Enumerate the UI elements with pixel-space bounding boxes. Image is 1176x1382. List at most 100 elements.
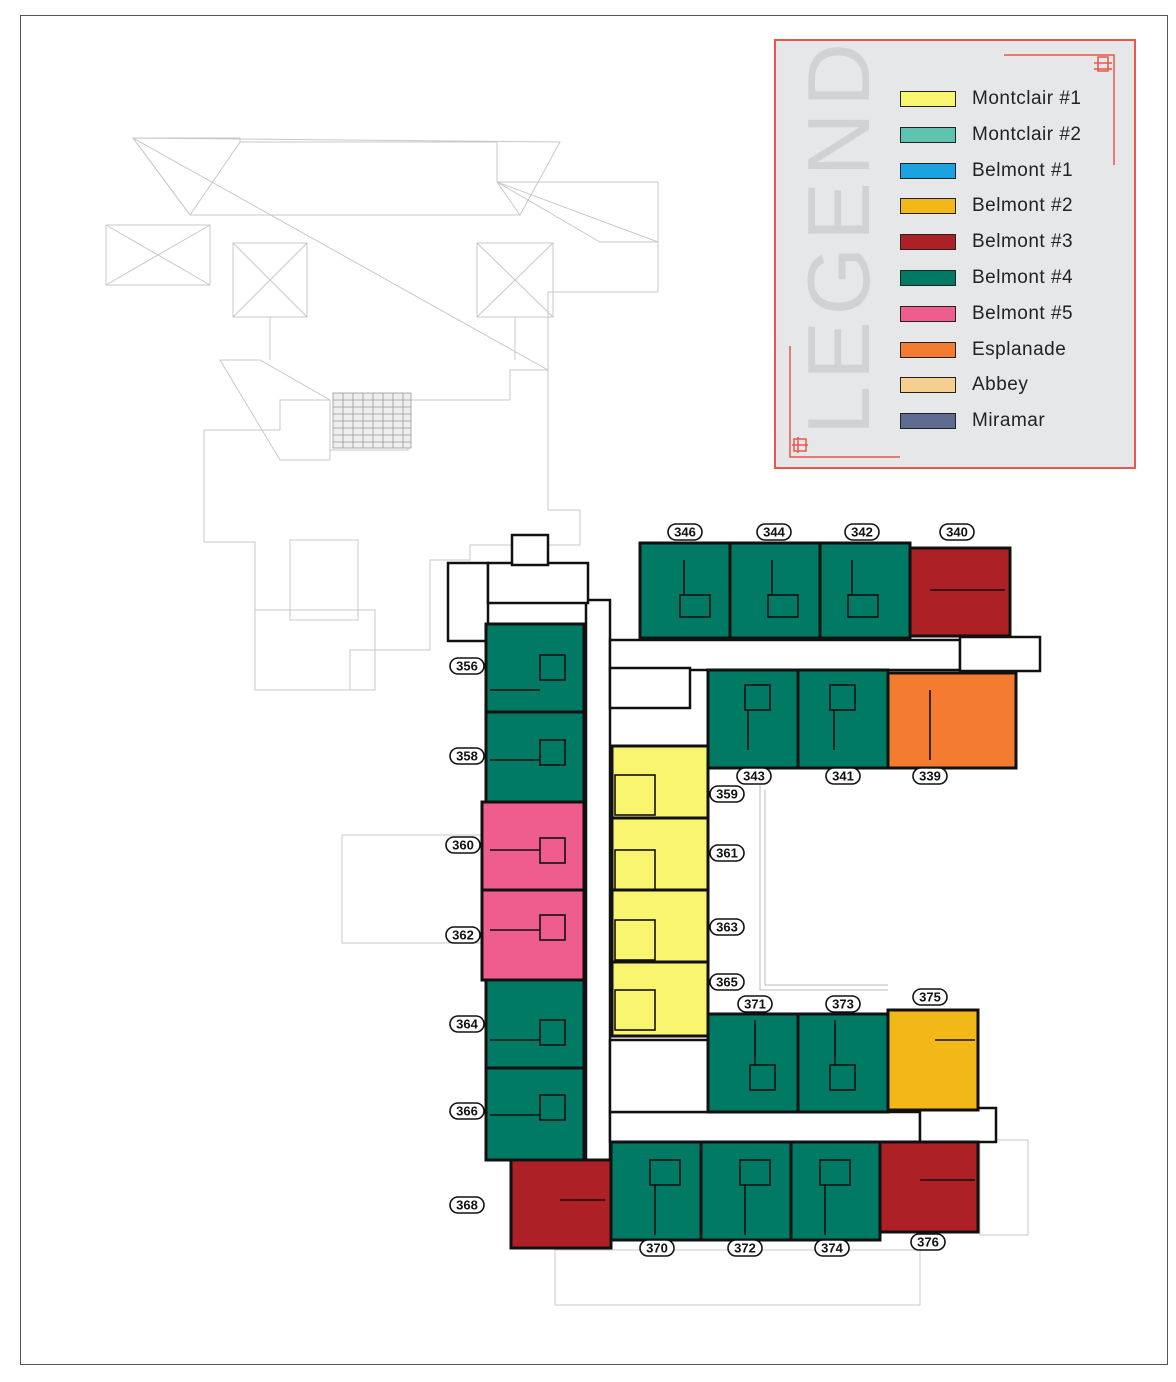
unit-374 (789, 1140, 882, 1242)
legend-item-belmont-3: Belmont #3 (900, 230, 1073, 254)
legend-label: Belmont #4 (972, 267, 1074, 288)
svg-text:356: 356 (456, 659, 478, 674)
unit-365 (610, 960, 710, 1038)
room-label-346: 346 (667, 523, 703, 541)
svg-text:376: 376 (917, 1235, 939, 1250)
legend-swatch (900, 127, 956, 143)
svg-text:372: 372 (734, 1241, 756, 1256)
room-label-363: 363 (709, 918, 745, 936)
unit-340 (908, 546, 1012, 638)
legend-label: Montclair #1 (972, 88, 1082, 109)
unit-366 (484, 1066, 586, 1162)
room-label-370: 370 (639, 1239, 675, 1257)
unit-359 (610, 744, 710, 820)
unit-346 (638, 541, 732, 640)
legend-swatch (900, 377, 956, 393)
svg-text:339: 339 (919, 769, 941, 784)
unit-376 (878, 1140, 980, 1234)
unit-363 (610, 888, 710, 964)
room-label-343: 343 (736, 767, 772, 785)
legend: LEGEND Montclair #1 Montclair #2 Belmont… (774, 37, 1136, 469)
room-label-342: 342 (844, 523, 880, 541)
existing-building-outline (105, 137, 1029, 1306)
unit-356 (484, 622, 586, 714)
unit-362 (480, 888, 586, 982)
room-label-372: 372 (727, 1239, 763, 1257)
legend-swatch (900, 413, 956, 429)
unit-341 (796, 668, 890, 770)
unit-370 (609, 1140, 703, 1242)
legend-swatch (900, 342, 956, 358)
svg-text:361: 361 (716, 846, 738, 861)
svg-text:341: 341 (832, 769, 854, 784)
svg-text:343: 343 (743, 769, 765, 784)
unit-364 (484, 978, 586, 1070)
legend-item-esplanade: Esplanade (900, 338, 1066, 362)
room-label-362: 362 (445, 926, 481, 944)
unit-368 (509, 1158, 613, 1250)
legend-item-belmont-1: Belmont #1 (900, 159, 1073, 183)
svg-text:340: 340 (946, 525, 968, 540)
svg-text:344: 344 (763, 525, 785, 540)
legend-item-belmont-5: Belmont #5 (900, 302, 1073, 326)
svg-text:365: 365 (716, 975, 738, 990)
legend-label: Belmont #5 (972, 303, 1074, 324)
unit-361 (610, 816, 710, 892)
room-label-373: 373 (825, 995, 861, 1013)
room-label-375: 375 (912, 988, 948, 1006)
unit-360 (480, 800, 586, 892)
vent-grid (332, 392, 412, 449)
unit-358 (484, 710, 586, 804)
courtyard-outline (759, 785, 888, 991)
legend-label: Belmont #1 (972, 160, 1074, 181)
svg-text:366: 366 (456, 1104, 478, 1119)
unit-blocks (480, 541, 1018, 1250)
room-label-365: 365 (709, 973, 745, 991)
legend-label: Montclair #2 (972, 124, 1082, 145)
map-frame (20, 15, 1168, 1365)
room-label-368: 368 (449, 1196, 485, 1214)
room-label-356: 356 (449, 657, 485, 675)
legend-title: LEGEND (789, 37, 888, 435)
room-label-340: 340 (939, 523, 975, 541)
legend-label: Abbey (972, 374, 1029, 395)
room-label-374: 374 (814, 1239, 850, 1257)
unit-342 (818, 541, 912, 640)
svg-text:363: 363 (716, 920, 738, 935)
svg-text:371: 371 (744, 997, 766, 1012)
unit-375 (886, 1008, 980, 1112)
legend-item-abbey: Abbey (900, 373, 1028, 397)
corridors (446, 533, 1042, 1162)
legend-label: Miramar (972, 410, 1046, 431)
room-label-361: 361 (709, 844, 745, 862)
svg-text:375: 375 (919, 990, 941, 1005)
svg-text:373: 373 (832, 997, 854, 1012)
svg-text:374: 374 (821, 1241, 843, 1256)
legend-swatch (900, 306, 956, 322)
svg-text:359: 359 (716, 787, 738, 802)
svg-text:370: 370 (646, 1241, 668, 1256)
room-label-360: 360 (445, 836, 481, 854)
legend-label: Belmont #2 (972, 195, 1074, 216)
unit-339 (886, 671, 1018, 770)
room-labels: 346 344 342 340 356 358 360 362 364 366 … (445, 523, 975, 1257)
legend-corner-ornaments (789, 54, 1115, 458)
legend-label: Esplanade (972, 339, 1067, 360)
interior-walls (490, 560, 1005, 1235)
svg-text:342: 342 (851, 525, 873, 540)
legend-item-miramar: Miramar (900, 409, 1045, 433)
svg-text:364: 364 (456, 1017, 478, 1032)
legend-item-belmont-2: Belmont #2 (900, 194, 1073, 218)
legend-swatch (900, 91, 956, 107)
legend-label: Belmont #3 (972, 231, 1074, 252)
svg-text:358: 358 (456, 749, 478, 764)
legend-item-montclair-2: Montclair #2 (900, 123, 1082, 147)
unit-373 (796, 1012, 890, 1114)
unit-344 (728, 541, 822, 640)
unit-372 (699, 1140, 793, 1242)
room-label-376: 376 (910, 1233, 946, 1251)
room-label-339: 339 (912, 767, 948, 785)
svg-text:360: 360 (452, 838, 474, 853)
room-label-344: 344 (756, 523, 792, 541)
